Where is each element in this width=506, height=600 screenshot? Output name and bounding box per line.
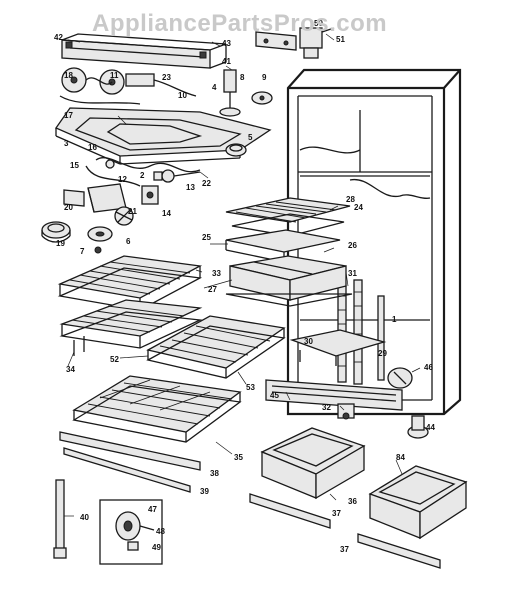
- knob: [225, 143, 247, 157]
- damper-control: [251, 91, 273, 105]
- thermostat-assembly: [59, 67, 197, 105]
- part-label-50: 50: [314, 19, 323, 28]
- part-label-21: 21: [128, 207, 137, 216]
- control-plate: [255, 31, 297, 51]
- part-label-12: 12: [118, 175, 127, 184]
- part-label-26: 26: [348, 241, 357, 250]
- part-label-16: 16: [88, 143, 97, 152]
- part-label-5: 5: [248, 133, 253, 142]
- part-label-32: 32: [322, 403, 331, 412]
- part-label-40: 40: [80, 513, 89, 522]
- fan-bracket: [63, 189, 85, 207]
- shelf-support-39: [63, 447, 191, 493]
- part-label-6: 6: [126, 237, 131, 246]
- part-label-30: 30: [304, 337, 313, 346]
- part-label-84: 84: [396, 453, 405, 462]
- part-label-49: 49: [152, 543, 161, 552]
- crisper-drawer-left: [260, 427, 366, 500]
- fan-grommet: [87, 226, 113, 242]
- wire-shelf-bottom: [72, 375, 242, 443]
- part-label-47: 47: [148, 505, 157, 514]
- callout-lines: [64, 33, 421, 517]
- cabinet-liner: [286, 68, 462, 416]
- shelf-support-38: [59, 431, 201, 471]
- fan-blade: [114, 206, 134, 226]
- wire-shelf-lower: [59, 299, 203, 356]
- roller-kit-inset: [99, 499, 163, 565]
- part-label-9: 9: [262, 73, 267, 82]
- part-label-13: 13: [186, 183, 195, 192]
- part-label-37: 37: [332, 509, 341, 518]
- part-label-8: 8: [240, 73, 245, 82]
- roller: [337, 403, 355, 420]
- part-label-35: 35: [234, 453, 243, 462]
- light-bulb: [153, 169, 201, 183]
- crisper-cover: [289, 329, 387, 366]
- part-label-41: 41: [222, 57, 231, 66]
- screw: [94, 246, 102, 254]
- part-label-20: 20: [64, 203, 73, 212]
- part-label-33: 33: [212, 269, 221, 278]
- part-label-28: 28: [346, 195, 355, 204]
- part-label-19: 19: [56, 239, 65, 248]
- part-label-25: 25: [202, 233, 211, 242]
- part-label-31: 31: [348, 269, 357, 278]
- part-label-51: 51: [336, 35, 345, 44]
- timer: [141, 185, 159, 205]
- part-labels: 42 43 50 51 41 18 11 23 8 9 10 17 3 4 16…: [54, 19, 435, 554]
- bottom-grille: [265, 379, 403, 411]
- part-label-15: 15: [70, 161, 79, 170]
- part-label-1: 1: [392, 315, 397, 324]
- fan-motor: [41, 221, 71, 243]
- part-label-42: 42: [54, 33, 63, 42]
- part-label-4: 4: [212, 83, 217, 92]
- freezer-shelf: [225, 197, 351, 237]
- part-label-38: 38: [210, 469, 219, 478]
- drawer-lens: [387, 367, 413, 389]
- part-label-3: 3: [64, 139, 69, 148]
- control-housing: [61, 33, 227, 69]
- part-label-27: 27: [208, 285, 217, 294]
- part-label-34: 34: [66, 365, 75, 374]
- part-label-53: 53: [246, 383, 255, 392]
- wiring-harness: [85, 157, 201, 187]
- part-label-2: 2: [140, 171, 145, 180]
- part-label-52: 52: [110, 355, 119, 364]
- part-label-11: 11: [110, 71, 119, 80]
- part-label-44: 44: [426, 423, 435, 432]
- light-socket: [219, 69, 241, 117]
- leveling-leg: [407, 415, 429, 439]
- wire-shelf-middle: [146, 315, 286, 379]
- drawer-rail-right: [357, 533, 441, 569]
- crisper-drawer-right: [368, 465, 468, 540]
- part-label-18: 18: [64, 71, 73, 80]
- drawer-rail-left: [249, 493, 331, 529]
- part-label-14: 14: [162, 209, 171, 218]
- rod: [53, 479, 67, 559]
- part-label-36: 36: [348, 497, 357, 506]
- part-label-46: 46: [424, 363, 433, 372]
- part-label-43: 43: [222, 39, 231, 48]
- part-label-17: 17: [64, 111, 73, 120]
- part-label-22: 22: [202, 179, 211, 188]
- part-label-37-lower: 37: [340, 545, 349, 554]
- part-label-39: 39: [200, 487, 209, 496]
- part-label-48: 48: [156, 527, 165, 536]
- part-label-24: 24: [354, 203, 363, 212]
- part-label-23: 23: [162, 73, 171, 82]
- meat-keeper: [225, 255, 353, 307]
- part-label-45: 45: [270, 391, 279, 400]
- part-label-29: 29: [378, 349, 387, 358]
- part-label-7: 7: [80, 247, 85, 256]
- light-switch: [299, 27, 335, 59]
- part-label-10: 10: [178, 91, 187, 100]
